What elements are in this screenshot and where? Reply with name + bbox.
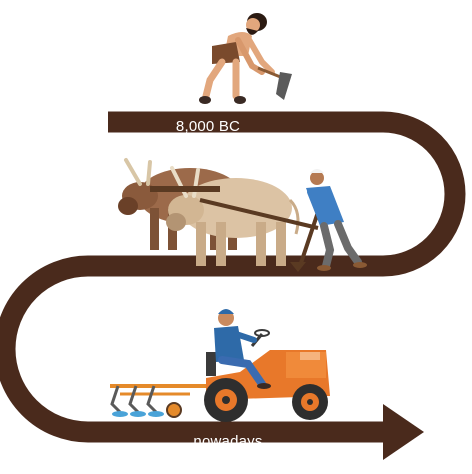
tractor-illustration: [110, 309, 330, 422]
timeline-road: [0, 111, 466, 443]
plough-attachment: [110, 384, 206, 418]
label-nowadays: nowadays: [193, 433, 262, 450]
farmer-tractor: [214, 309, 271, 389]
caveman-illustration: [199, 13, 292, 104]
farmer-plough: [306, 169, 367, 271]
ox-plough-illustration: [118, 158, 367, 272]
label-3000-bc: 3,000 BC: [201, 276, 265, 293]
label-8000-bc: 8,000 BC: [176, 118, 240, 135]
timeline-arrowhead: [383, 404, 424, 460]
